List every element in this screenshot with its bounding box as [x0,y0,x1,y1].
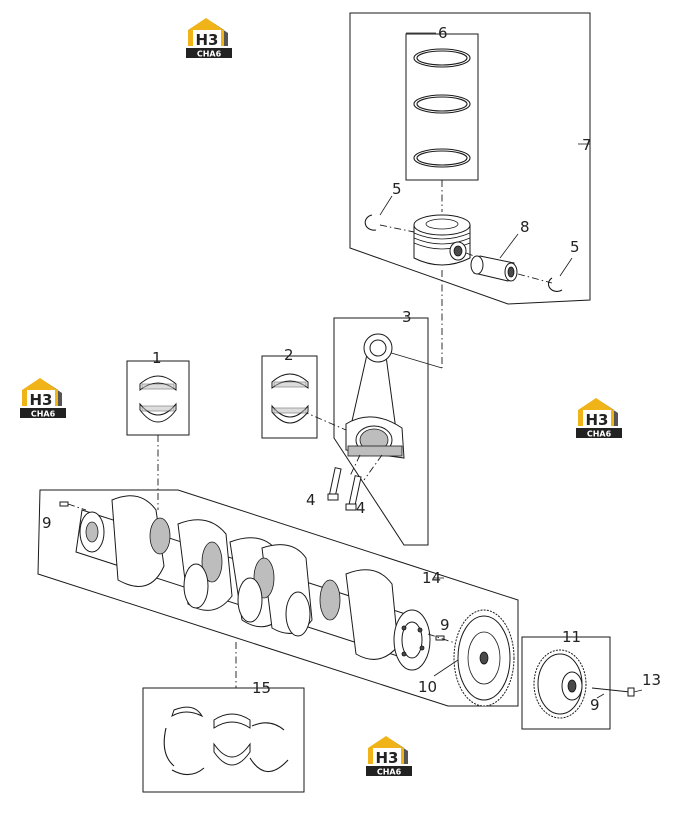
callout-8: 8 [520,218,530,236]
crankshaft-outline [37,489,519,707]
circlip-left [364,195,393,231]
dowel-front [59,501,87,511]
circlip-right [547,257,573,292]
svg-text:H3: H3 [586,411,609,429]
connecting-rod [345,333,405,459]
callout-5a: 5 [392,180,402,198]
idler-gear [533,649,587,719]
svg-text:CHA6: CHA6 [377,768,402,777]
callout-numbers: 1 2 3 4 4 5 5 6 7 8 9 9 9 10 11 13 14 15 [42,24,661,714]
callout-2: 2 [284,346,294,364]
main-bearing-box [126,360,190,436]
svg-text:H3: H3 [376,749,399,767]
callout-3: 3 [402,308,412,326]
logo-bottom: H3 CHA6 [366,736,412,777]
thrust-bearing-box [142,687,305,793]
crank-gear [453,609,515,707]
gear-bolt [591,687,643,697]
callout-15: 15 [252,679,271,697]
logo-mid-right: H3 CHA6 [576,398,622,439]
callout-5b: 5 [570,238,580,256]
svg-text:H3: H3 [30,391,53,409]
callout-6: 6 [438,24,448,42]
callout-4a: 4 [306,491,316,509]
leader-lines [150,32,605,699]
svg-text:H3: H3 [196,31,219,49]
piston-assembly-outline [349,12,591,305]
svg-text:CHA6: CHA6 [31,410,56,419]
thrust-bearings [163,706,289,776]
logo-top-left: H3 CHA6 [186,18,232,59]
callout-7: 7 [582,136,592,154]
main-bearing-shells [139,375,177,423]
callout-14: 14 [422,569,441,587]
callout-11: 11 [562,628,581,646]
piston [413,214,471,266]
callout-4b: 4 [356,499,366,517]
logo-mid-left: H3 CHA6 [20,378,66,419]
piston-pin [470,233,519,282]
crankshaft [75,495,431,671]
rod-bolt-left [327,467,342,501]
callout-1: 1 [152,349,162,367]
piston-rings [413,48,471,168]
rod-bolt-right [345,475,362,511]
svg-text:CHA6: CHA6 [587,430,612,439]
svg-text:CHA6: CHA6 [197,50,222,59]
callout-9b: 9 [440,616,450,634]
callout-10: 10 [418,678,437,696]
dowel-rear [427,633,459,645]
rod-bearing-shells [271,373,309,424]
callout-9a: 9 [42,514,52,532]
rod-bearing-box [261,355,318,439]
callout-9c: 9 [590,696,600,714]
callout-13: 13 [642,671,661,689]
